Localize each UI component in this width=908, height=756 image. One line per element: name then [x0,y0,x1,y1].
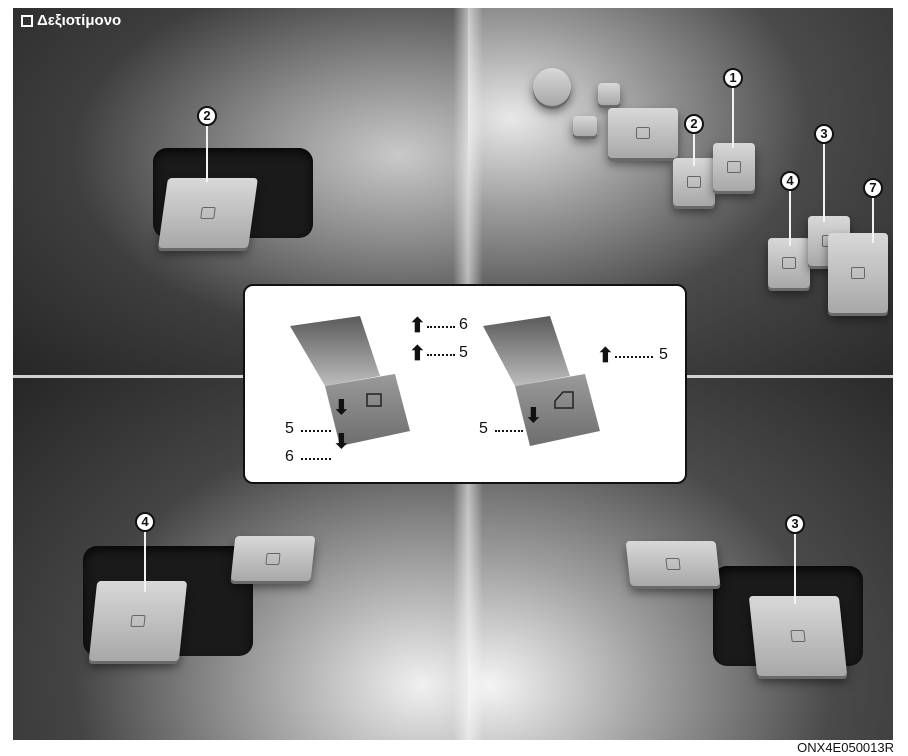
window-switch [158,178,258,248]
down-arrow-icon: ⬇ [525,406,542,426]
window-icon [727,161,741,173]
window-icon [130,615,145,627]
page-title: Δεξιοτίμονο [37,12,121,29]
down-arrow-icon: ⬇ [333,432,350,452]
mirror-knob [533,68,571,106]
window-switch [749,596,847,676]
checkbox-icon [21,15,33,27]
callout-4: 4 [135,512,155,532]
label-5: 5 [659,346,668,364]
callout-4: 4 [780,171,800,191]
label-5: 5 [479,420,488,438]
seat-heater-button [626,541,721,586]
window-lock-icon [851,267,865,279]
callout-1: 1 [723,68,743,88]
label-6: 6 [459,316,468,334]
lock-icon [636,127,650,139]
callout-3: 3 [785,514,805,534]
window-icon [687,176,701,188]
up-arrow-icon: ⬆ [597,346,614,366]
callout-2: 2 [684,114,704,134]
figure-heading: Δεξιοτίμονο [21,12,121,29]
label-5: 5 [459,344,468,362]
leader-dots [495,430,523,432]
leader-dots [427,326,455,328]
label-6: 6 [285,448,294,466]
down-arrow-icon: ⬇ [333,398,350,418]
up-arrow-icon: ⬆ [409,344,426,364]
window-switch-front-left [713,143,755,191]
lock-button [573,116,597,136]
door-lock-switch [608,108,678,158]
callout-7: 7 [863,178,883,198]
leader-dots [615,356,653,358]
callout-2: 2 [197,106,217,126]
mirror-select-button [598,83,620,105]
window-lock-switch [828,233,888,313]
window-icon [782,257,796,269]
label-5: 5 [285,420,294,438]
figure-code: ONX4E050013R [797,740,894,755]
leader-dots [427,354,455,356]
window-switch [89,581,187,661]
switch-drawing-left [290,316,410,446]
window-icon [200,207,216,219]
switch-operation-inset: ⬆ 6 ⬆ 5 5 ⬇ 6 ⬇ ⬆ 5 5 ⬇ [243,284,687,484]
up-arrow-icon: ⬆ [409,316,426,336]
seat-heater-icon [265,553,280,565]
leader-dots [301,458,331,460]
callout-3: 3 [814,124,834,144]
seat-heater-button [231,536,316,581]
seat-heater-icon [665,558,680,570]
window-icon [790,630,805,642]
leader-dots [301,430,331,432]
